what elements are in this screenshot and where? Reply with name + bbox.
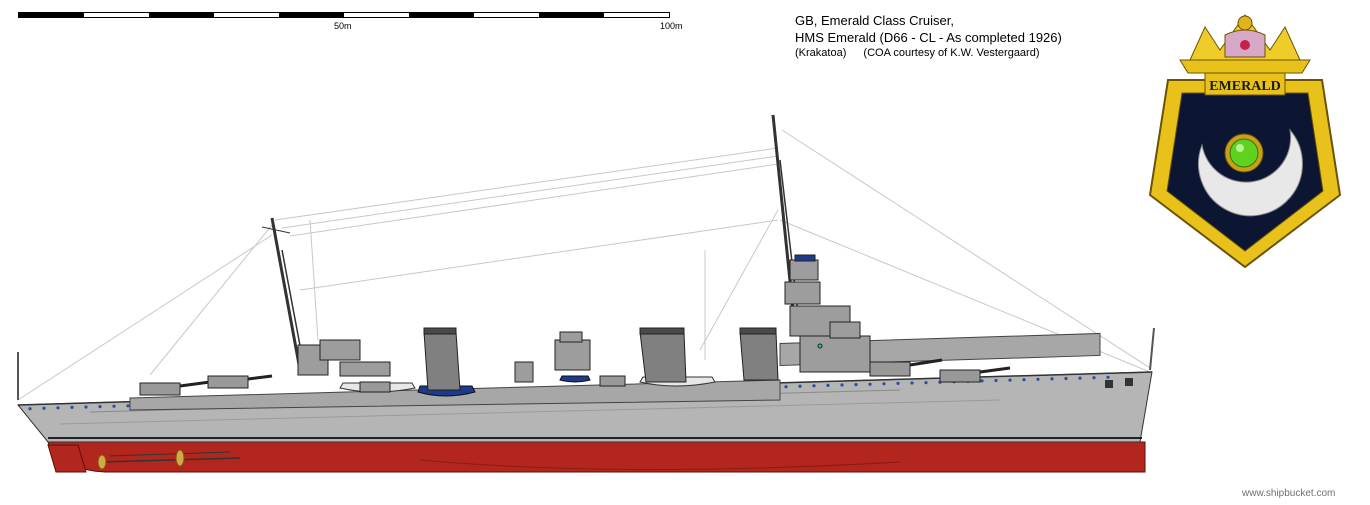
scale-bar-outline bbox=[18, 12, 670, 18]
scale-segment bbox=[409, 13, 474, 17]
porthole bbox=[994, 378, 998, 383]
porthole bbox=[854, 383, 858, 387]
scale-segment bbox=[279, 13, 344, 17]
scale-segment bbox=[149, 13, 214, 17]
porthole bbox=[1036, 377, 1040, 381]
scale-segment bbox=[19, 13, 84, 17]
scale-segment bbox=[539, 13, 604, 17]
watermark: www.shipbucket.com bbox=[1242, 488, 1336, 499]
crescent-moon-icon bbox=[1198, 128, 1303, 217]
porthole bbox=[126, 404, 130, 408]
title-block: GB, Emerald Class Cruiser, HMS Emerald (… bbox=[795, 12, 1062, 61]
masts bbox=[261, 114, 801, 373]
porthole bbox=[28, 407, 32, 411]
gun-mounts bbox=[139, 358, 1011, 396]
porthole bbox=[1008, 378, 1012, 382]
porthole bbox=[882, 382, 886, 386]
porthole bbox=[812, 384, 816, 388]
author-credit: (Krakatoa) bbox=[795, 47, 847, 59]
crest-name: EMERALD bbox=[1209, 79, 1281, 94]
porthole bbox=[112, 404, 116, 408]
title-line-1: GB, Emerald Class Cruiser, bbox=[795, 13, 954, 28]
naval-crown-icon bbox=[1179, 14, 1311, 74]
porthole bbox=[798, 384, 802, 388]
scale-segment bbox=[604, 13, 669, 17]
scale-label-100m: 100m bbox=[660, 21, 683, 31]
porthole bbox=[1064, 376, 1068, 381]
porthole bbox=[826, 383, 830, 387]
porthole bbox=[56, 406, 60, 410]
porthole bbox=[42, 406, 46, 410]
porthole bbox=[1092, 376, 1096, 380]
porthole bbox=[84, 405, 88, 409]
coat-of-arms-crest: EMERALD bbox=[1148, 14, 1342, 269]
scale-segment bbox=[84, 13, 149, 17]
porthole bbox=[924, 381, 928, 385]
propeller-shafts bbox=[97, 449, 241, 470]
porthole bbox=[910, 381, 914, 385]
hull-antifouling bbox=[47, 441, 1146, 473]
porthole bbox=[840, 383, 844, 387]
title-line-2: HMS Emerald (D66 - CL - As completed 192… bbox=[795, 30, 1062, 45]
ship-profile-drawing bbox=[16, 114, 1155, 473]
porthole bbox=[70, 405, 74, 409]
scale-segment bbox=[474, 13, 539, 17]
porthole bbox=[1106, 375, 1110, 379]
porthole bbox=[1078, 376, 1082, 380]
porthole bbox=[896, 381, 900, 385]
porthole bbox=[868, 382, 872, 386]
title-credits: (Krakatoa) (COA courtesy of K.W. Vesterg… bbox=[795, 46, 1062, 61]
scale-segment bbox=[214, 13, 279, 17]
scale-label-50m: 50m bbox=[334, 21, 352, 31]
porthole bbox=[980, 379, 984, 383]
porthole bbox=[98, 405, 102, 409]
bridge-superstructure bbox=[784, 254, 871, 373]
porthole bbox=[1022, 378, 1026, 382]
porthole bbox=[1050, 377, 1054, 381]
porthole bbox=[784, 385, 788, 389]
coa-credit: (COA courtesy of K.W. Vestergaard) bbox=[863, 47, 1040, 59]
crest-name-plate bbox=[1204, 72, 1286, 96]
funnels bbox=[423, 327, 779, 391]
scale-segment bbox=[344, 13, 409, 17]
